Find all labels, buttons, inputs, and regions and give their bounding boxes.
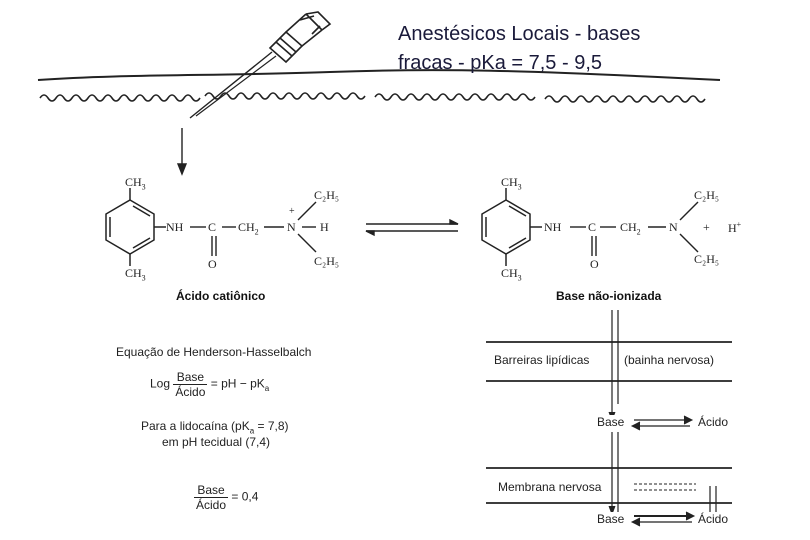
hh-rhs: = pH − pK — [210, 376, 265, 391]
left-o: O — [208, 257, 217, 271]
acid-bottom-label: Ácido — [698, 512, 729, 526]
right-chain-bonds — [570, 201, 699, 256]
left-h: H — [320, 220, 329, 234]
left-chain-bonds — [190, 201, 317, 256]
right-c2h5-top: C₂H₅ — [694, 188, 720, 202]
equilibrium-arrows — [365, 218, 459, 237]
nerve-membrane-label: Membrana nervosa — [498, 480, 602, 494]
left-c2h5-bottom: C₂H₅ — [314, 254, 340, 268]
skin-surface — [37, 69, 721, 81]
right-benzene-ring — [481, 188, 542, 266]
nerve-sheath-label: (bainha nervosa) — [624, 353, 715, 367]
title-line-1: Anestésicos Locais - bases — [398, 23, 641, 45]
ratio-equation: Base Ácido = 0,4 — [194, 483, 258, 512]
right-plus: + — [703, 220, 710, 234]
hh-base: Base — [173, 370, 208, 385]
slide-title: Anestésicos Locais - bases fracas - pKa … — [398, 20, 798, 78]
right-ch3-top: CH3 — [501, 175, 522, 192]
left-n: N — [287, 220, 296, 234]
left-n-charge: + — [289, 206, 295, 217]
right-h-plus: H+ — [728, 220, 742, 235]
hh-rhs-sub: a — [264, 384, 270, 394]
right-c: C — [588, 220, 597, 234]
left-ch3-bottom: CH3 — [125, 266, 146, 283]
ratio-value: = 0,4 — [231, 489, 259, 504]
hh-equation: Log Base Ácido = pH − pKa — [150, 370, 269, 399]
membrane-diagram — [486, 310, 732, 527]
tissue-waves — [39, 92, 706, 103]
lipid-barrier-label: Barreiras lipídicas — [494, 353, 590, 367]
right-c2h5-bottom: C₂H₅ — [694, 252, 720, 266]
left-benzene-ring — [105, 188, 166, 266]
syringe-icon — [189, 11, 332, 119]
hh-log: Log — [150, 376, 171, 391]
title-line-2: fracas - pKa = 7,5 - 9,5 — [398, 52, 602, 74]
left-ch3-top: CH3 — [125, 175, 146, 192]
hh-acid: Ácido — [175, 385, 206, 399]
left-c: C — [208, 220, 217, 234]
base-bottom-label: Base — [597, 512, 625, 526]
left-c2h5-top: C₂H₅ — [314, 188, 340, 202]
right-n: N — [669, 220, 678, 234]
ratio-fraction: Base Ácido — [194, 483, 229, 512]
right-caption: Base não-ionizada — [556, 289, 662, 303]
left-caption: Ácido catiônico — [176, 289, 266, 303]
base-mid-label: Base — [597, 415, 625, 429]
acid-mid-label: Ácido — [698, 415, 729, 429]
right-o: O — [590, 257, 599, 271]
left-ch2: CH2 — [238, 220, 259, 237]
right-nh: NH — [544, 220, 562, 234]
right-ch2: CH2 — [620, 220, 641, 237]
left-nh: NH — [166, 220, 184, 234]
down-arrow — [176, 128, 188, 176]
ratio-base: Base — [194, 483, 229, 498]
lidocaine-line-2: em pH tecidual (7,4) — [162, 435, 271, 449]
hh-fraction: Base Ácido — [173, 370, 208, 399]
ratio-acid: Ácido — [196, 498, 227, 512]
hh-heading: Equação de Henderson-Hasselbalch — [116, 345, 312, 359]
right-ch3-bottom: CH3 — [501, 266, 522, 283]
lidocaine-line-1: Para a lidocaína (pKa = 7,8) — [141, 419, 289, 436]
